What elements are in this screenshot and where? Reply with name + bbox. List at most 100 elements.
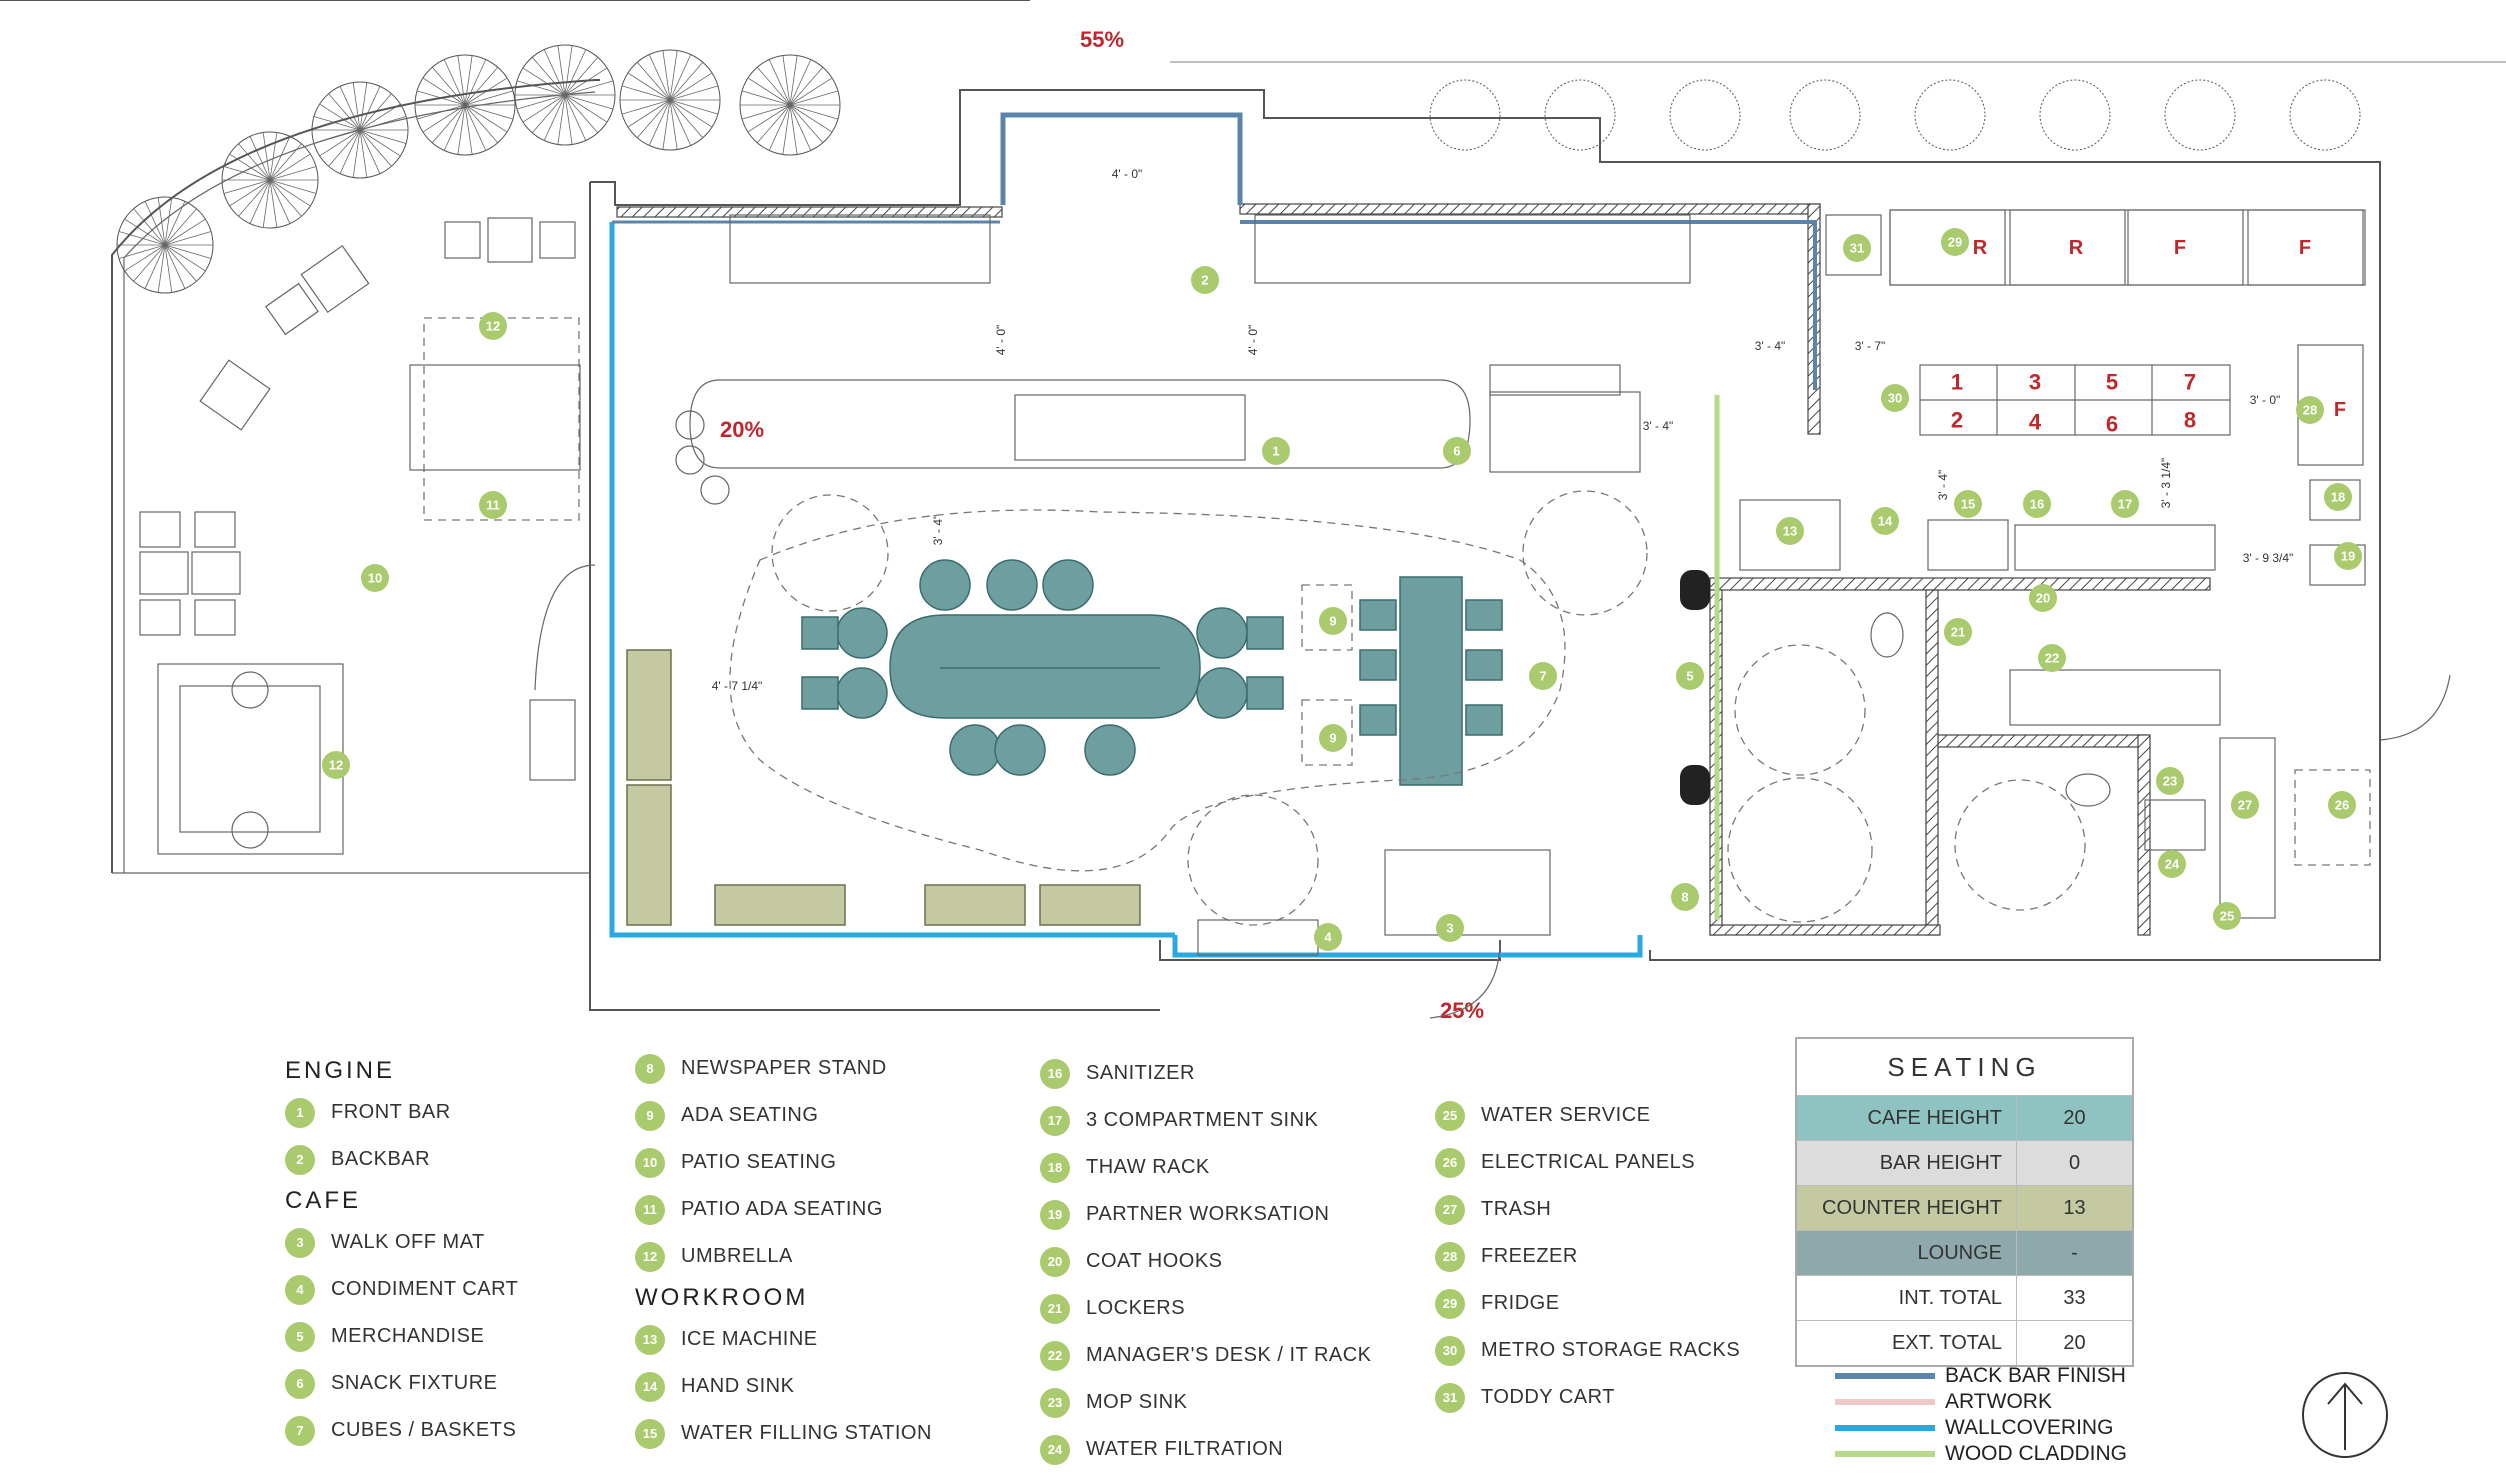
svg-text:3' - 4": 3' - 4" (931, 515, 945, 546)
seating-value: 33 (2063, 1287, 2086, 1309)
seating-label: INT. TOTAL (1797, 1276, 2017, 1320)
svg-text:15: 15 (1961, 497, 1975, 512)
legend-number-badge: 14 (635, 1371, 665, 1402)
tree-icon (2164, 79, 2236, 151)
legend-label: UMBRELLA (681, 1245, 793, 1267)
legend-item: 14 HAND SINK (635, 1363, 932, 1410)
tree-icon (1789, 79, 1861, 151)
legend-label: ICE MACHINE (681, 1328, 818, 1350)
legend-label: ADA SEATING (681, 1104, 819, 1126)
svg-text:3: 3 (2029, 370, 2041, 395)
legend-heading: CAFE (285, 1187, 362, 1214)
freezer-label: F (2334, 399, 2346, 421)
svg-text:10: 10 (368, 571, 382, 586)
svg-text:24: 24 (2165, 857, 2180, 872)
svg-text:23: 23 (2163, 774, 2177, 789)
metro-racks (1919, 364, 2231, 436)
legend-number-badge: 31 (1435, 1382, 1465, 1413)
workroom-equipment (1739, 479, 2371, 919)
svg-text:4' - 7 1/4": 4' - 7 1/4" (712, 679, 763, 693)
legend-number-badge: 20 (1040, 1246, 1070, 1277)
callout-20: 20 (2029, 584, 2057, 612)
seating-value: 13 (2063, 1197, 2086, 1219)
walk-off-mat (1384, 849, 1551, 936)
svg-text:5: 5 (2106, 370, 2118, 395)
svg-text:3: 3 (1446, 921, 1453, 936)
svg-text:3' - 7": 3' - 7" (1855, 339, 1886, 353)
legend-heading: WORKROOM (635, 1284, 809, 1311)
svg-text:22: 22 (2045, 651, 2059, 666)
legend-label: HAND SINK (681, 1375, 795, 1397)
finish-label: WOOD CLADDING (1945, 1442, 2128, 1465)
svg-text:11: 11 (486, 498, 500, 513)
svg-text:3' - 9 3/4": 3' - 9 3/4" (2243, 551, 2294, 565)
legend-number-badge: 5 (285, 1321, 315, 1352)
finish-swatch (1835, 1399, 1935, 1405)
svg-text:4' - 0": 4' - 0" (1246, 325, 1260, 356)
tree-icon (414, 54, 516, 156)
tree-icon (1669, 79, 1741, 151)
stool (836, 607, 888, 659)
legend-label: WATER SERVICE (1481, 1104, 1651, 1126)
legend-number-badge: 13 (635, 1324, 665, 1355)
stool (1246, 676, 1284, 710)
back-bar-finish-line-3 (1240, 220, 1817, 390)
legend-number-badge: 6 (285, 1368, 315, 1399)
legend-number-badge: 30 (1435, 1335, 1465, 1366)
legend-label: SANITIZER (1086, 1062, 1195, 1084)
callout-3: 3 (1436, 914, 1464, 942)
svg-text:4' - 0": 4' - 0" (1112, 167, 1143, 181)
legend-number-badge: 24 (1040, 1434, 1070, 1465)
svg-text:13: 13 (1783, 524, 1797, 539)
callout-7: 7 (1529, 662, 1557, 690)
fridge-label-1: R (1973, 237, 1988, 259)
legend-label: 3 COMPARTMENT SINK (1086, 1109, 1319, 1131)
seating-label: COUNTER HEIGHT (1797, 1186, 2017, 1230)
stool (1042, 559, 1094, 611)
percent-interior: 20% (720, 417, 764, 442)
stool (919, 559, 971, 611)
svg-text:18: 18 (2331, 490, 2345, 505)
legend-number-badge: 4 (285, 1274, 315, 1305)
north-arrow-icon (2302, 1372, 2388, 1458)
svg-text:4: 4 (1324, 930, 1332, 945)
seating-value: 0 (2068, 1152, 2081, 1174)
callout-10: 10 (361, 564, 389, 592)
seating-value: 20 (2063, 1332, 2086, 1354)
svg-text:1: 1 (1272, 444, 1279, 459)
seating-row: LOUNGE- (1797, 1230, 2132, 1275)
dimension-labels: 4' - 0" 4' - 0" 4' - 0" 3' - 4" 3' - 4" … (712, 167, 2294, 693)
svg-text:12: 12 (329, 758, 343, 773)
legend-label: MOP SINK (1086, 1391, 1188, 1413)
finish-label: WALLCOVERING (1945, 1416, 2114, 1439)
svg-text:4' - 0": 4' - 0" (994, 325, 1008, 356)
legend-number-badge: 22 (1040, 1340, 1070, 1371)
callout-11: 11 (479, 491, 507, 519)
tree-icon (221, 131, 319, 229)
callout-9: 9 (1319, 724, 1347, 752)
svg-text:12: 12 (486, 319, 500, 334)
svg-text:1: 1 (1951, 370, 1963, 395)
legend-item: 13 ICE MACHINE (635, 1316, 932, 1363)
tree-icon (1429, 79, 1501, 151)
callout-22: 22 (2038, 644, 2066, 672)
seating-value: - (2071, 1242, 2078, 1264)
svg-text:8: 8 (1681, 890, 1688, 905)
